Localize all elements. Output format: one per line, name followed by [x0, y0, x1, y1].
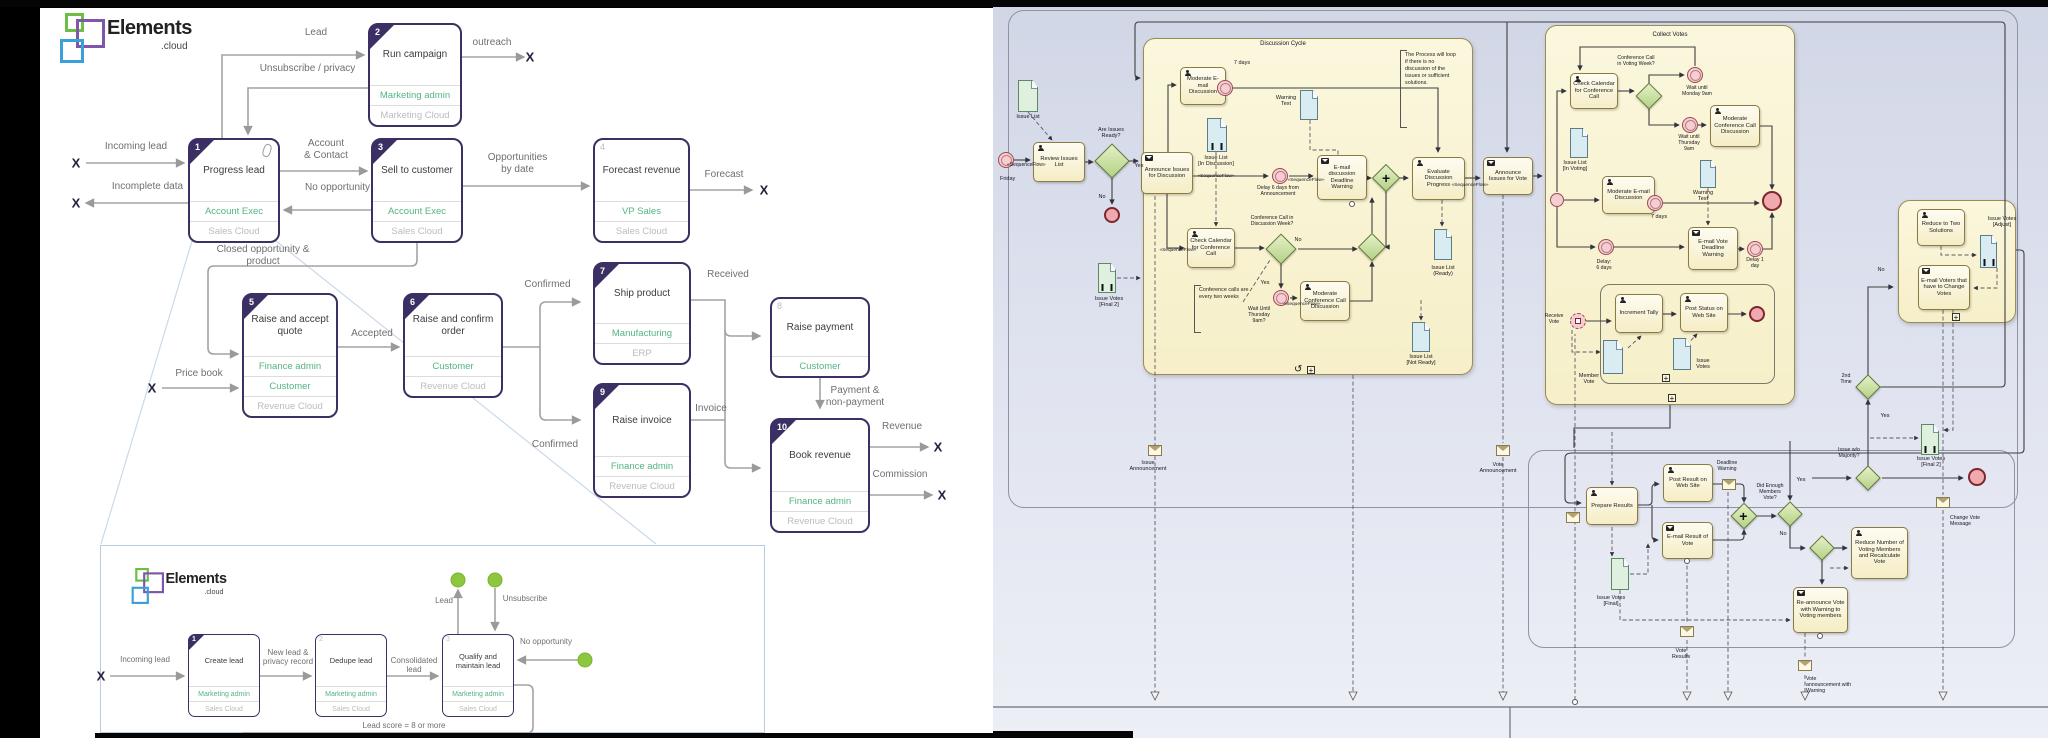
window-bottom-edge: [95, 733, 993, 738]
window-bottom-edge-right: [993, 731, 1133, 738]
window-top-edge: [0, 0, 2048, 7]
process-map-panel: [40, 8, 993, 738]
bpmn-panel: [993, 0, 2048, 738]
